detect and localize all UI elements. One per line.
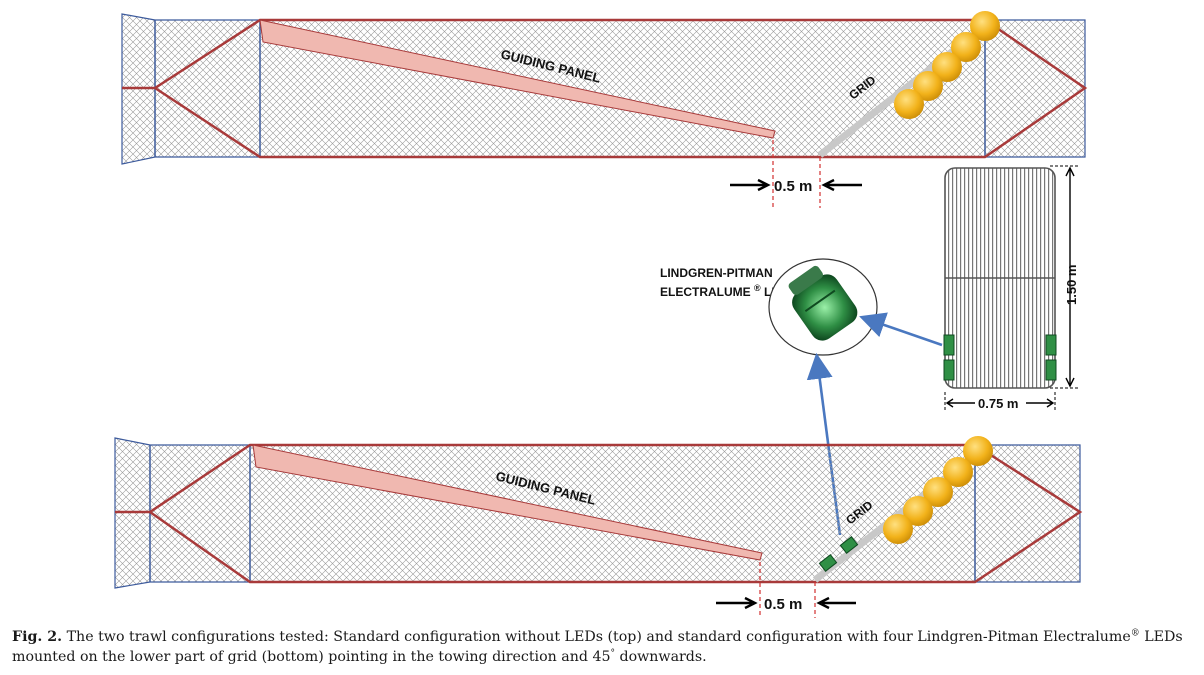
arrow-icon [730,178,771,192]
arrow-icon [821,178,862,192]
net-frame [115,443,1083,584]
caption-text-b: LEDs mounted on the lower part of grid (… [12,629,1183,665]
distance-label-bottom: 0.5 m [764,596,802,613]
caption-text-c: downwards. [619,649,707,665]
led-name-line1: LINDGREN-PITMAN [660,266,773,280]
trawl-figure: GUIDING PANEL GRID 0.5 m [114,11,1088,618]
led-icon [943,334,1057,381]
led-icon [788,265,858,341]
figure-caption: Fig. 2. The two trawl configurations tes… [12,627,1192,667]
float-icon [883,436,993,544]
grid-detail: 1.50 m 0.75 m [943,165,1080,411]
arrow-icon [859,312,943,347]
float-icon [894,11,1000,119]
arrow-icon [716,596,758,610]
trawl-top: GUIDING PANEL GRID 0.5 m [121,11,1088,208]
net-frame [122,18,1088,159]
led-icon [818,536,859,572]
led-name-line2: ELECTRALUME ® LED [660,280,788,299]
width-label: 0.75 m [978,396,1018,411]
caption-fig-label: Fig. 2. [12,629,63,645]
caption-text-a: The two trawl configurations tested: Sta… [66,629,1131,645]
guiding-panel [259,19,776,139]
arrow-icon [816,596,856,610]
guiding-panel [252,444,763,561]
caption-sup: ® [1130,628,1140,639]
led-callout: LINDGREN-PITMAN ELECTRALUME ® LED [660,258,943,536]
caption-degree: ° [610,648,616,659]
trawl-bottom: GUIDING PANEL GRID 0.5 m [114,436,1083,618]
height-label: 1.50 m [1064,265,1079,305]
distance-label-top: 0.5 m [774,178,812,195]
